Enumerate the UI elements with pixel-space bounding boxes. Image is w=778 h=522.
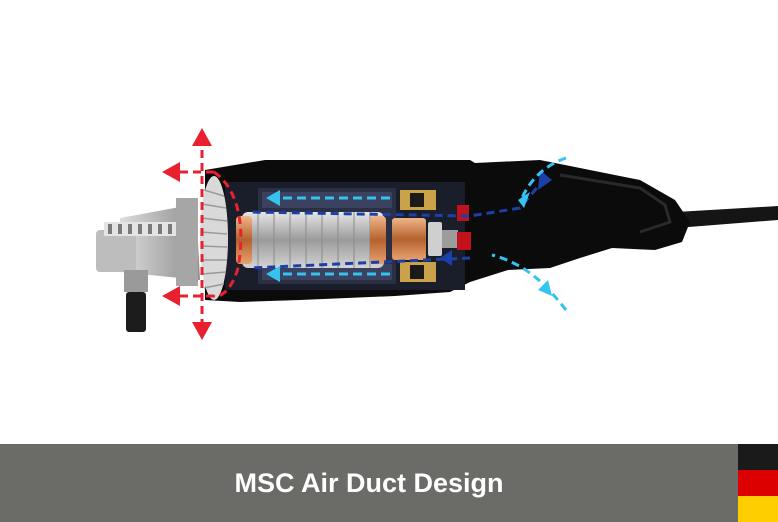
cool-air-inlet [491, 156, 568, 311]
caption-bar: MSC Air Duct Design [0, 444, 778, 522]
hot-air-exhaust [180, 150, 243, 322]
armature [242, 212, 384, 268]
caption-title: MSC Air Duct Design [234, 468, 504, 498]
power-cable [676, 206, 778, 228]
angle-grinder-cutaway-illustration [96, 128, 778, 340]
internal-airflow [249, 177, 547, 270]
cooling-fan [200, 176, 228, 300]
gear-head [96, 198, 200, 332]
cool-air-internal [275, 196, 390, 276]
switch-module [457, 205, 469, 221]
germany-flag-icon [738, 444, 778, 522]
commutator [392, 218, 426, 260]
spindle [126, 292, 146, 332]
